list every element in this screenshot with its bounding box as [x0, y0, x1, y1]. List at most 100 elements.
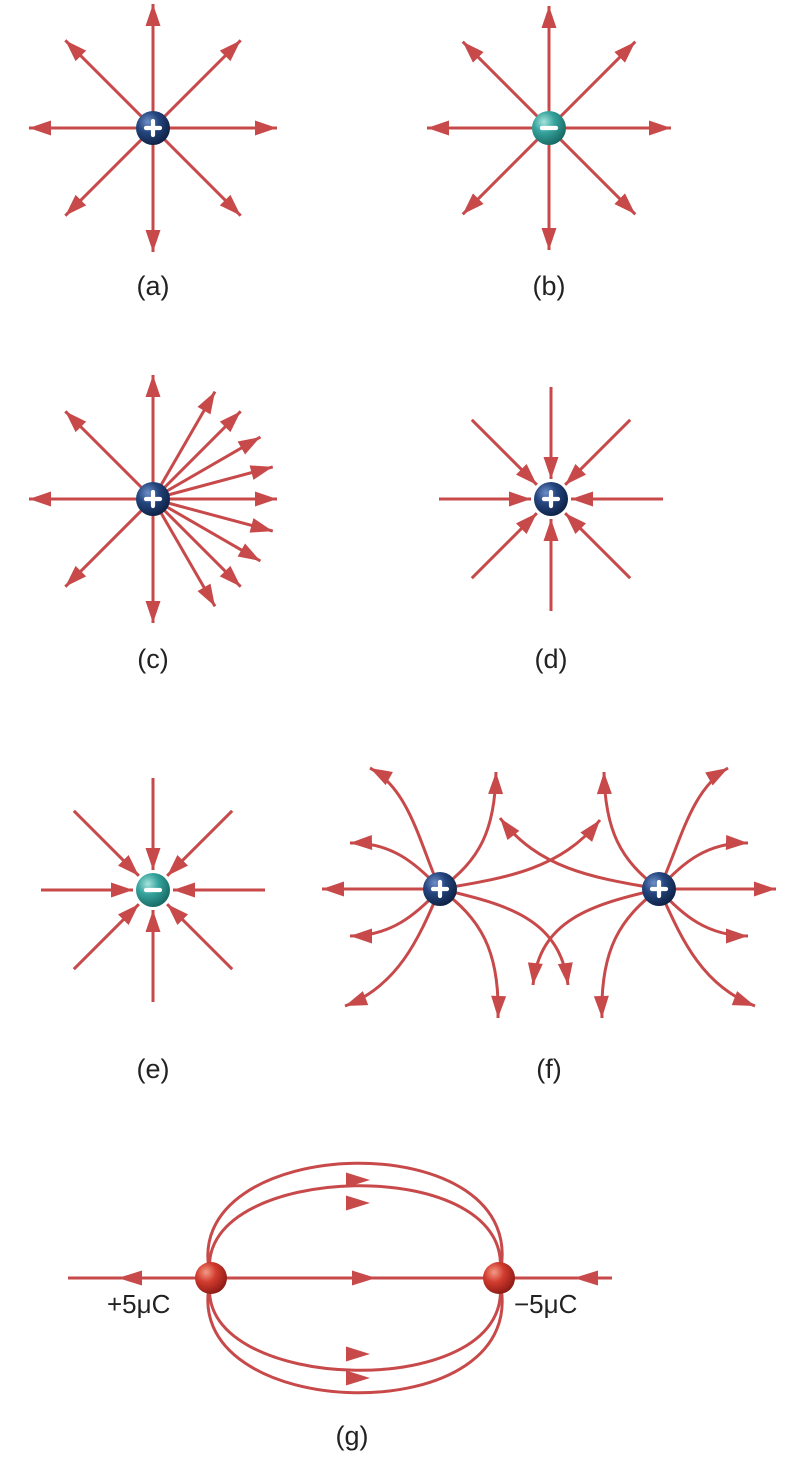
field-line	[369, 766, 442, 890]
arrowhead	[255, 120, 277, 136]
arrowhead	[173, 882, 195, 898]
arrowhead	[614, 41, 636, 63]
arrowhead	[350, 834, 373, 850]
caption-e: (e)	[137, 1054, 170, 1084]
arrowhead	[237, 543, 261, 561]
arrowhead	[29, 491, 51, 507]
arrowhead	[527, 962, 543, 985]
arrowhead	[462, 193, 484, 215]
arrowhead	[593, 995, 609, 1018]
arrowhead	[346, 1172, 370, 1188]
field-lines-b	[427, 6, 671, 250]
field-line	[439, 887, 500, 1019]
arrowhead	[462, 41, 484, 63]
arrowhead	[614, 193, 636, 215]
arrowhead	[197, 391, 215, 415]
plus-sign-icon	[649, 879, 669, 899]
arrowhead	[117, 904, 139, 926]
arrowhead	[515, 513, 537, 535]
arrowhead	[145, 375, 161, 397]
caption-d: (d)	[535, 644, 568, 674]
arrowhead	[574, 1270, 598, 1286]
arrowhead	[145, 601, 161, 623]
positive-charge-label: +5μC	[107, 1289, 170, 1319]
arrowhead	[345, 991, 369, 1006]
arrowhead	[427, 120, 449, 136]
arrowhead	[557, 962, 573, 985]
field-lines-d	[439, 387, 663, 611]
panel-d: (d)	[439, 387, 663, 674]
arrowhead	[705, 768, 728, 786]
arrowhead	[197, 583, 215, 607]
panel-b: (b)	[427, 6, 671, 301]
arrowhead	[596, 772, 612, 795]
plus-sign-icon	[541, 489, 561, 509]
field-line	[439, 771, 498, 891]
arrowhead	[167, 904, 189, 926]
field-line	[206, 1161, 504, 1279]
arrowhead	[541, 6, 557, 28]
caption-b: (b)	[533, 271, 566, 301]
arrowhead	[219, 411, 241, 433]
arrowhead	[65, 411, 87, 433]
arrowhead	[515, 463, 537, 485]
panel-c: (c)	[29, 375, 277, 674]
arrowhead	[111, 882, 133, 898]
arrowhead	[649, 120, 671, 136]
arrowhead	[145, 910, 161, 932]
arrowhead	[488, 772, 504, 795]
arrowhead	[350, 928, 372, 944]
field-lines-g	[68, 1161, 612, 1395]
caption-g: (g)	[336, 1421, 369, 1451]
caption-f: (f)	[536, 1054, 561, 1084]
field-line	[439, 819, 602, 891]
panel-a: (a)	[29, 4, 277, 301]
arrowhead	[117, 854, 139, 876]
arrowhead	[370, 768, 393, 786]
plus-sign-icon	[430, 879, 450, 899]
arrowhead	[65, 194, 87, 216]
arrowhead	[219, 565, 241, 587]
arrowhead	[237, 437, 261, 455]
arrowhead	[346, 1370, 370, 1386]
caption-a: (a)	[137, 271, 170, 301]
arrowhead	[29, 120, 51, 136]
field-line	[344, 888, 442, 1008]
field-lines-e	[41, 778, 265, 1002]
arrowhead	[145, 848, 161, 870]
arrowhead	[571, 491, 593, 507]
arrowhead	[543, 457, 559, 479]
arrowhead	[65, 40, 87, 62]
panel-g: +5μC −5μC (g)	[68, 1161, 612, 1451]
arrowhead	[255, 491, 277, 507]
arrowhead	[352, 1270, 376, 1286]
arrowhead	[118, 1270, 142, 1286]
field-line	[657, 766, 729, 890]
arrowhead	[725, 834, 748, 850]
negative-charge-label: −5μC	[514, 1289, 577, 1319]
panel-f: (f)	[322, 766, 776, 1084]
arrowhead	[145, 4, 161, 26]
field-lines-a	[29, 4, 277, 252]
arrowhead	[491, 995, 507, 1018]
field-line	[657, 888, 756, 1008]
arrowhead	[219, 40, 241, 62]
arrowhead	[167, 854, 189, 876]
arrowhead	[249, 465, 273, 480]
arrowhead	[726, 928, 748, 944]
arrowhead	[565, 463, 587, 485]
panel-e: (e)	[41, 778, 265, 1084]
arrowhead	[565, 513, 587, 535]
arrowhead	[346, 1195, 370, 1211]
field-lines-c	[29, 375, 277, 623]
plus-sign-icon	[143, 118, 163, 138]
arrowhead	[346, 1346, 370, 1362]
field-lines-f	[322, 766, 776, 1019]
field-line	[208, 1277, 502, 1372]
plus-sign-icon	[143, 489, 163, 509]
positive-point-charge	[195, 1262, 227, 1294]
field-line	[206, 1277, 504, 1395]
arrowhead	[500, 818, 520, 841]
field-line	[498, 817, 660, 891]
